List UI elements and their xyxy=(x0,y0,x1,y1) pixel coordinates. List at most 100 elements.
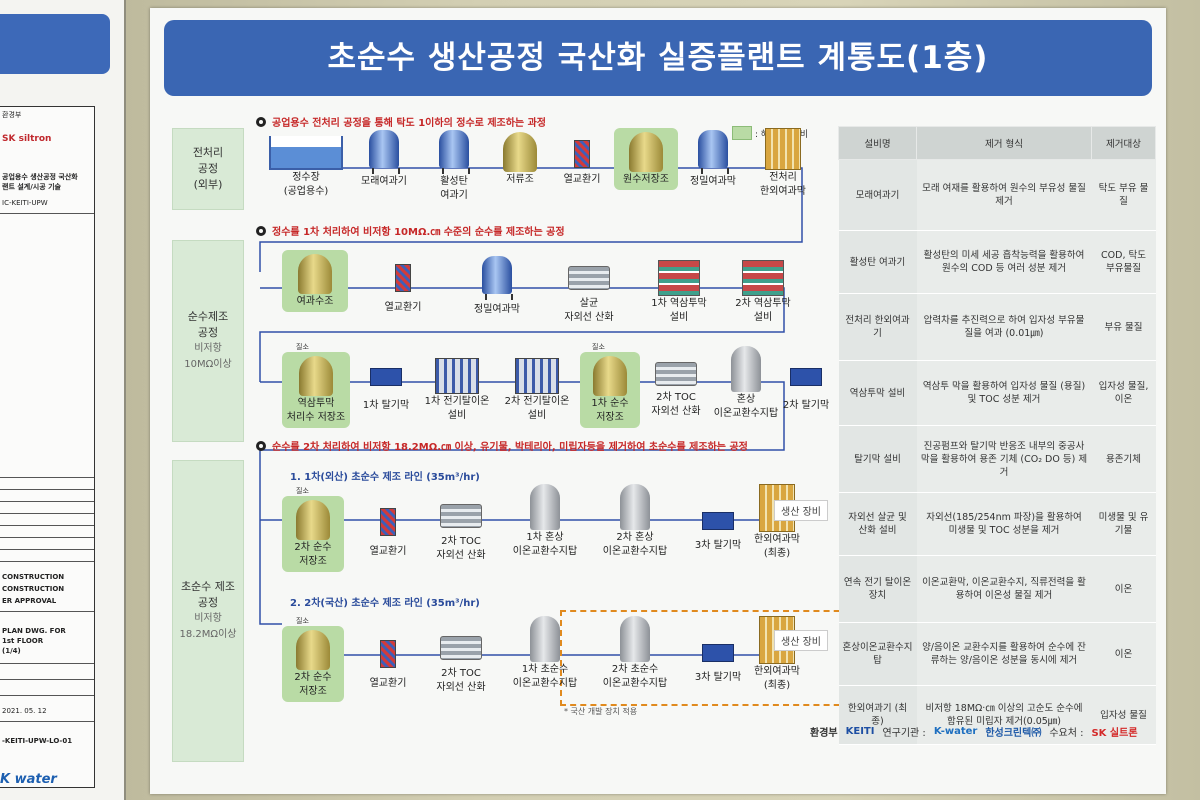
lp-plan1: PLAN DWG. FOR xyxy=(2,627,66,635)
lp-code2: -KEITI-UPW-LO-01 xyxy=(2,737,73,745)
table-cell-name: 한외여과기 (최종) xyxy=(838,685,917,745)
eq-raw-water-tank: 원수저장조 xyxy=(614,128,678,190)
line2-heat-exchanger: 열교환기 xyxy=(358,640,418,690)
table-cell-name: 모래여과기 xyxy=(838,159,917,231)
nitrogen-marker-1: 질소 xyxy=(296,343,309,351)
eq-filtered-water-tank: 여과수조 xyxy=(282,250,348,312)
lp-plan3: (1/4) xyxy=(2,647,21,655)
process-diagram: 전처리 공정 (외부) 순수제조 공정 비저항 10MΩ이상 초순수 제조 공정… xyxy=(172,100,860,764)
lp-kwater-logo: K water xyxy=(0,772,57,787)
line2-final-uf: 한외여과막(최종) xyxy=(744,616,810,692)
heading-pure: 정수를 1차 처리하여 비저항 10MΩ.㎝ 수준의 순수를 제조하는 공정 xyxy=(256,223,565,238)
lp-s1: CONSTRUCTION xyxy=(2,573,65,581)
table-cell-target: 입자성 물질, 이온 xyxy=(1091,360,1156,426)
line1-heading: 1. 1차(외산) 초순수 제조 라인 (35m³/hr) xyxy=(290,472,480,483)
table-cell-target: 용존기체 xyxy=(1091,425,1156,493)
table-cell-target: 탁도 부유 물질 xyxy=(1091,159,1156,231)
lp-line2: 랜트 설계/시공 기술 xyxy=(2,183,61,191)
table-cell-target: 이온 xyxy=(1091,555,1156,623)
table-cell-desc: 이온교환막, 이온교환수지, 직류전력을 활용하여 이온성 물질 제거 xyxy=(916,555,1092,623)
table-cell-target: 이온 xyxy=(1091,622,1156,686)
section-label-pure: 순수제조 공정 비저항 10MΩ이상 xyxy=(172,240,244,442)
table-cell-name: 연속 전기 탈이온 장치 xyxy=(838,555,917,623)
table-cell-name: 활성탄 여과기 xyxy=(838,230,917,294)
left-poster-title-band xyxy=(0,14,110,74)
nitrogen-marker-2: 질소 xyxy=(592,343,605,351)
nitrogen-marker-3: 질소 xyxy=(296,487,309,495)
heading-ultra: 순수를 2차 처리하여 비저항 18.2MΩ.㎝ 이상, 유기물, 박테리아, … xyxy=(256,438,748,453)
table-cell-desc: 역삼투 막을 활용하여 입자성 물질 (용질) 및 TOC 성분 제거 xyxy=(916,360,1092,426)
eq-degas-1: 1차 탈기막 xyxy=(354,368,418,412)
line1-degas-3: 3차 탈기막 xyxy=(688,512,748,552)
line1-heat-exchanger: 열교환기 xyxy=(358,508,418,558)
table-cell-target: COD, 탁도 부유물질 xyxy=(1091,230,1156,294)
main-poster: 초순수 생산공정 국산화 실증플랜트 계통도(1층) 전처리 공정 (외부) 순… xyxy=(150,8,1166,794)
ministry-logo: 환경부 xyxy=(810,728,838,739)
sk-logo: SK 실트론 xyxy=(1091,728,1138,739)
table-cell-name: 역삼투막 설비 xyxy=(838,360,917,426)
research-label: 연구기관 : xyxy=(882,728,926,739)
table-cell-name: 탈기막 설비 xyxy=(838,425,917,493)
left-poster-title-block: 환경부 SK siltron 공업용수 생산공정 국산화 랜트 설계/시공 기술… xyxy=(0,106,95,788)
eq-microfilter-2: 정밀여과막 xyxy=(462,256,532,316)
eq-storage-tank: 저류조 xyxy=(492,132,548,186)
line2-destination: 생산 장비 xyxy=(774,630,828,651)
table-cell-desc: 양/음이온 교환수지를 활용하여 순수에 잔류하는 양/음이온 성분을 동시에 … xyxy=(916,622,1092,686)
table-cell-name: 혼상이온교환수지 탑 xyxy=(838,622,917,686)
eq-heat-exchanger-2: 열교환기 xyxy=(372,264,434,314)
hansung-logo: 한성크린텍㈜ xyxy=(985,728,1042,739)
section-label-pre: 전처리 공정 (외부) xyxy=(172,128,244,210)
table-cell-desc: 압력차를 추진력으로 하여 입자성 부유물질을 여과 (0.01㎛) xyxy=(916,293,1092,361)
lp-ministry: 환경부 xyxy=(2,111,22,119)
lp-sk: SK siltron xyxy=(2,134,52,144)
domestic-note: * 국산 개발 장치 적용 xyxy=(564,707,638,716)
lp-date: 2021. 05. 12 xyxy=(2,707,47,715)
lp-code1: IC-KEITI-UPW xyxy=(2,199,48,207)
kwater-logo: K-water xyxy=(933,726,978,737)
left-poster: 환경부 SK siltron 공업용수 생산공정 국산화 랜트 설계/시공 기술… xyxy=(0,0,126,800)
lp-s3: ER APPROVAL xyxy=(2,597,57,605)
table-cell-target: 입자성 물질 xyxy=(1091,685,1156,745)
line2-degas-3: 3차 탈기막 xyxy=(688,644,748,684)
eq-sand-filter: 모래여과기 xyxy=(352,130,416,188)
line1-final-uf: 한외여과막(최종) xyxy=(744,484,810,560)
table-header-method: 제거 형식 xyxy=(916,126,1092,160)
table-cell-desc: 진공펌프와 탈기막 반응조 내부의 중공사막을 활용하여 용존 기체 (CO₂ … xyxy=(916,425,1092,493)
keiti-logo: KEITI xyxy=(845,726,875,737)
nitrogen-marker-4: 질소 xyxy=(296,617,309,625)
table-header-target: 제거대상 xyxy=(1091,126,1156,160)
eq-microfilter-1: 정밀여과막 xyxy=(682,130,744,188)
section-label-ultra: 초순수 제조 공정 비저항 18.2MΩ이상 xyxy=(172,460,244,762)
demand-label: 수요처 : xyxy=(1049,728,1084,739)
table-cell-desc: 비저항 18MΩ·㎝ 이상의 고순도 순수에 함유된 미립자 제거(0.05㎛) xyxy=(916,685,1092,745)
table-cell-target: 부유 물질 xyxy=(1091,293,1156,361)
lp-line1: 공업용수 생산공정 국산화 xyxy=(2,173,78,181)
line1-destination: 생산 장비 xyxy=(774,500,828,521)
heading-pre: 공업용수 전처리 공정을 통해 탁도 1이하의 정수로 제조하는 과정 xyxy=(256,114,546,129)
eq-heat-exchanger-1: 열교환기 xyxy=(554,140,610,186)
lp-plan2: 1st FLOOR xyxy=(2,637,44,645)
